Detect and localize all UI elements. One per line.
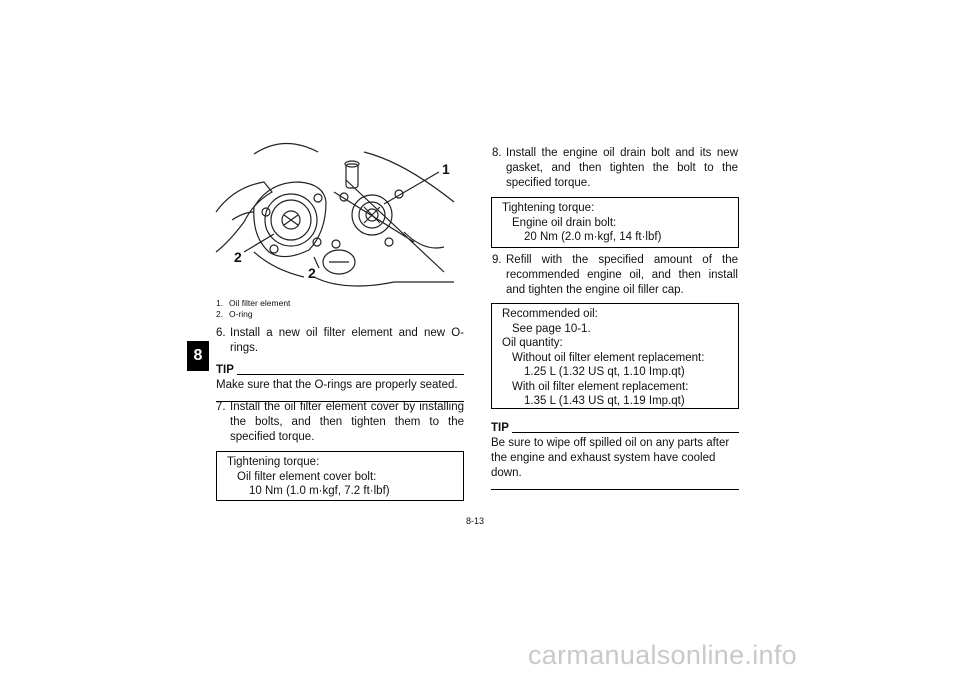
tip-text: Make sure that the O-rings are properly … [216,379,458,391]
recommended-oil-box: Recommended oil: See page 10-1. Oil quan… [491,303,739,409]
callout-1: 1 [442,161,450,177]
oil-filter-illustration: 1 2 2 [215,142,455,287]
tip-o-rings: TIP Make sure that the O-rings are prope… [216,363,464,402]
caption-item: 1.Oil filter element [216,298,291,308]
tip-label: TIP [216,364,234,376]
callout-2a: 2 [234,249,242,265]
step-8: 8. Install the engine oil drain bolt and… [492,147,738,189]
torque-box-drain-bolt: Tightening torque: Engine oil drain bolt… [491,197,739,248]
watermark: carmanualsonline.info [528,640,797,670]
tip-text: Be sure to wipe off spilled oil on any p… [491,437,730,479]
step-6: 6. Install a new oil filter element and … [216,327,464,354]
torque-box-filter-cover: Tightening torque: Oil filter element co… [216,451,464,501]
figure-caption: 1.Oil filter element 2.O-ring [216,298,290,320]
tip-label: TIP [491,422,509,434]
caption-item: 2.O-ring [216,309,253,319]
callout-2b: 2 [308,265,316,281]
step-9: 9. Refill with the specified amount of t… [492,254,738,296]
chapter-tab: 8 [187,341,209,371]
step-7: 7. Install the oil filter element cover … [216,401,464,443]
tip-wipe-oil: TIP Be sure to wipe off spilled oil on a… [491,421,739,490]
page-number: 8-13 [466,516,485,526]
